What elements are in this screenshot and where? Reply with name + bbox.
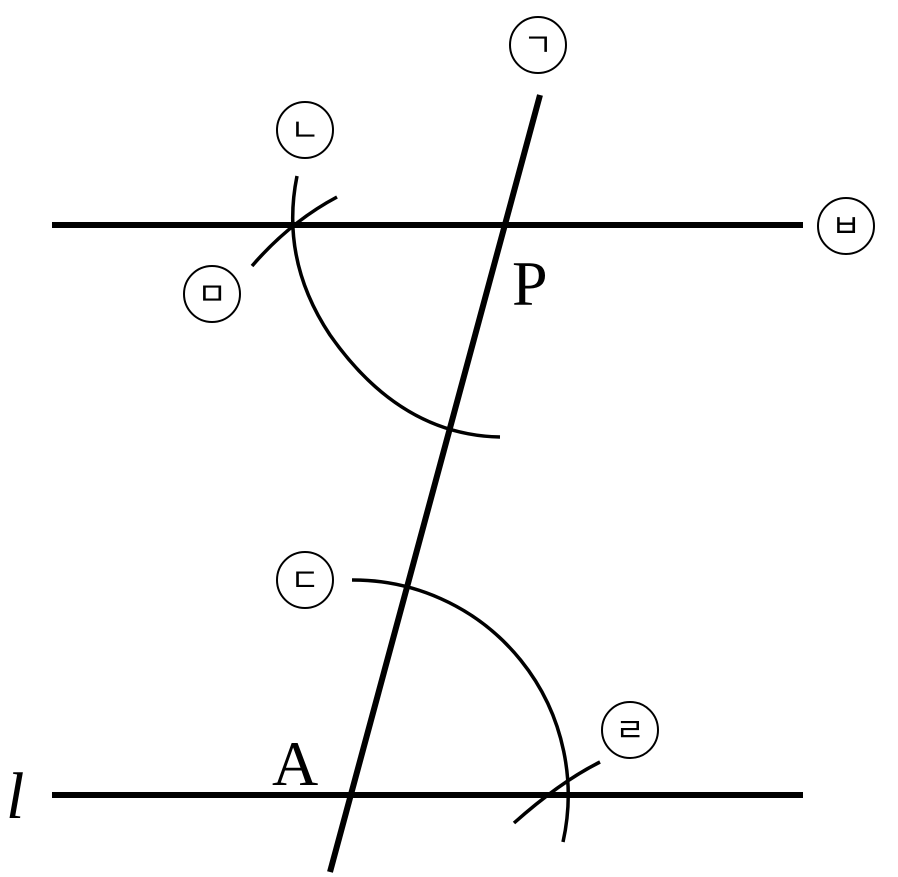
line-l-label: l [6,760,24,833]
svg-text:ㄷ: ㄷ [290,561,319,599]
arc-at-a [351,578,570,843]
marker-mieum: ㅁ [183,265,241,323]
svg-text:ㄴ: ㄴ [290,111,319,149]
marker-giyeok: ㄱ [509,16,567,74]
transversal-line [327,94,543,873]
marker-rieul: ㄹ [601,701,659,759]
svg-text:ㄱ: ㄱ [523,26,552,64]
point-p-label: P [512,248,548,319]
arc-at-p [291,175,501,439]
arc-intersect-mieum [250,195,338,268]
svg-text:ㄹ: ㄹ [615,711,644,749]
arc-intersect-rieul [512,760,601,825]
svg-text:ㅁ: ㅁ [197,275,226,313]
marker-bieup: ㅂ [817,197,875,255]
point-a-label: A [272,728,318,799]
marker-digeut: ㄷ [276,551,334,609]
svg-text:ㅂ: ㅂ [831,207,860,245]
marker-nieun: ㄴ [276,101,334,159]
